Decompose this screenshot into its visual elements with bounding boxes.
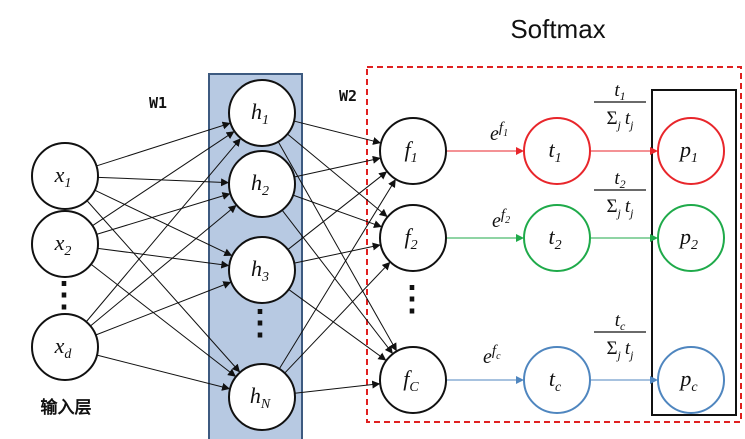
- hidden-node-2-label: h2: [251, 170, 269, 199]
- w1-edge-x2-h4: [90, 263, 236, 377]
- w2-edge-h2-f1: [294, 155, 381, 178]
- w1-edge-x2-h3: [97, 247, 230, 269]
- node-layer: x1 x2 xd h1 h2 h3 hN f1 f2 fC t1 t2 tc p1 p2 pc: [31, 79, 725, 431]
- input-node-1-label: x1: [54, 162, 72, 191]
- softmax-title: Softmax: [510, 14, 605, 44]
- norm-numerator-2: t2: [614, 168, 625, 191]
- w1-edge-x1-h1: [96, 121, 231, 167]
- exp-node-3: tc: [523, 346, 591, 414]
- w2-edge-h4-f2: [284, 261, 391, 374]
- input-ellipsis: ⋮: [47, 276, 81, 314]
- hidden-node-4-circle: [228, 363, 296, 431]
- w1-edge-x2-h2: [96, 192, 231, 235]
- hidden-node-3-circle: [228, 236, 296, 304]
- input-layer-label: 输入层: [41, 397, 92, 418]
- w2-edge-h4-f1: [278, 179, 396, 370]
- hidden-node-2: h2: [228, 150, 296, 218]
- logit-node-1: f1: [379, 117, 447, 185]
- prob-node-3-label: pc: [678, 366, 698, 395]
- w2-edge-h2-f3: [281, 209, 393, 354]
- w1-edge-x1-h3: [94, 189, 233, 256]
- weight-label-w2: W2: [339, 87, 357, 105]
- weight-label-w1: W1: [149, 94, 167, 112]
- prob-node-1-label: p1: [678, 137, 698, 166]
- logit-node-3-label: fC: [403, 366, 419, 395]
- hidden-node-4-label: hN: [250, 383, 271, 412]
- input-node-2-circle: [31, 210, 99, 278]
- exp-node-2-label: t2: [548, 224, 561, 253]
- logit-node-2-circle: [379, 204, 447, 272]
- w2-edge-h3-f2: [294, 242, 381, 264]
- prob-node-2-circle: [657, 204, 725, 272]
- logit-node-1-label: f1: [404, 137, 417, 166]
- input-node-1: x1: [31, 142, 99, 210]
- exp-label-3: efc: [483, 343, 501, 368]
- logit-ellipsis: ⋮: [395, 280, 429, 318]
- logit-node-2-label: f2: [404, 224, 417, 253]
- w2-edge-h1-f1: [293, 120, 381, 145]
- input-node-3-label: xd: [54, 333, 73, 362]
- prob-node-1-circle: [657, 117, 725, 185]
- prob-node-2-label: p2: [678, 224, 698, 253]
- exp-label-1: ef1: [490, 120, 508, 145]
- exp-node-1-circle: [523, 117, 591, 185]
- softmax-region-box: [366, 66, 742, 423]
- w2-edge-h4-f3: [294, 380, 381, 394]
- hidden-node-4: hN: [228, 363, 296, 431]
- connection-edges: [85, 120, 658, 394]
- prob-node-2: p2: [657, 204, 725, 272]
- hidden-node-2-circle: [228, 150, 296, 218]
- w1-edge-x3-h4: [96, 354, 231, 391]
- w2-edge-h3-f1: [287, 171, 388, 250]
- w2-edge-h1-f2: [287, 133, 388, 217]
- w1-edge-x2-h1: [92, 131, 235, 227]
- input-node-3-circle: [31, 313, 99, 381]
- exp-node-2: t2: [523, 204, 591, 272]
- prob-node-1: p1: [657, 117, 725, 185]
- hidden-node-3-label: h3: [251, 256, 269, 285]
- logit-node-3: fC: [379, 346, 447, 414]
- logit-node-3-circle: [379, 346, 447, 414]
- exp-node-1-label: t1: [548, 137, 561, 166]
- prob-node-3-circle: [657, 346, 725, 414]
- hidden-node-1-circle: [228, 79, 296, 147]
- w2-edge-h3-f3: [288, 289, 387, 361]
- hidden-node-1: h1: [228, 79, 296, 147]
- exp-node-2-circle: [523, 204, 591, 272]
- probability-output-box: [651, 89, 737, 416]
- hidden-ellipsis: ⋮: [243, 304, 277, 342]
- w1-edge-x3-h3: [95, 281, 232, 336]
- prob-node-3: pc: [657, 346, 725, 414]
- w1-edge-x3-h1: [85, 138, 241, 323]
- input-node-1-circle: [31, 142, 99, 210]
- exp-node-3-label: tc: [549, 366, 562, 395]
- w1-edge-x1-h2: [97, 176, 230, 187]
- norm-numerator-1: t1: [614, 80, 625, 103]
- hidden-node-3: h3: [228, 236, 296, 304]
- logit-node-1-circle: [379, 117, 447, 185]
- hidden-node-1-label: h1: [251, 99, 269, 128]
- input-node-2-label: x2: [54, 230, 72, 259]
- exp-label-2: ef2: [492, 207, 510, 232]
- logit-node-2: f2: [379, 204, 447, 272]
- norm-numerator-3: tc: [615, 310, 626, 333]
- input-node-3: xd: [31, 313, 99, 381]
- input-node-2: x2: [31, 210, 99, 278]
- exp-node-3-circle: [523, 346, 591, 414]
- w1-edge-x3-h2: [90, 205, 237, 327]
- exp-node-1: t1: [523, 117, 591, 185]
